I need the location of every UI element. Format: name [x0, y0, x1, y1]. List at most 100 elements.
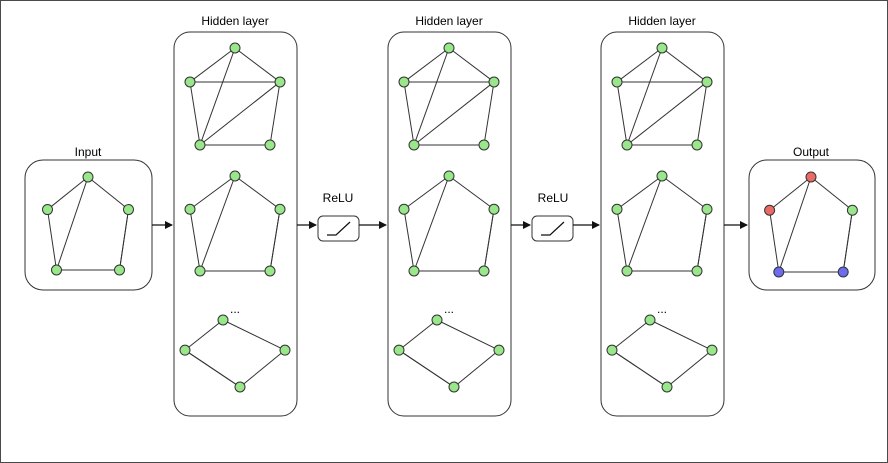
- graph-node: [846, 204, 858, 216]
- ellipsis-2: ...: [444, 302, 454, 316]
- graph-node: [656, 42, 668, 54]
- graph-node: [621, 265, 633, 277]
- input-label: Input: [75, 145, 102, 159]
- graph-node: [194, 139, 206, 151]
- graph-node: [114, 264, 125, 276]
- graph-node: [691, 265, 703, 277]
- graph-node: [621, 139, 633, 151]
- graph-node: [264, 139, 276, 151]
- graph-edge: [189, 81, 201, 146]
- graph-node: [184, 76, 196, 88]
- hidden-1-graph-bottom: [179, 314, 291, 393]
- relu-glyph-icon: [327, 221, 351, 236]
- graph-node: [179, 344, 191, 356]
- graph-edge: [119, 209, 129, 271]
- graph-edge: [199, 81, 281, 146]
- graph-edge: [616, 81, 628, 146]
- graph-edge: [769, 210, 780, 273]
- graph-edge: [616, 175, 663, 210]
- graph-node: [274, 76, 286, 88]
- graph-node: [448, 381, 460, 393]
- graph-edge: [398, 319, 438, 351]
- graph-edge: [611, 349, 668, 388]
- graph-node: [123, 204, 134, 216]
- graph-edge: [413, 175, 450, 272]
- graph-node: [82, 171, 94, 183]
- graph-node: [443, 42, 455, 54]
- graph-edge: [239, 349, 286, 388]
- hidden-layer-label-3: Hidden layer: [628, 14, 695, 28]
- graph-node: [279, 344, 291, 356]
- graph-edge: [403, 47, 450, 83]
- graph-node: [264, 265, 276, 277]
- graph-edge: [234, 47, 281, 83]
- graph-edge: [616, 209, 628, 272]
- hidden-2-graph-bottom: [393, 314, 505, 393]
- graph-node: [611, 76, 623, 88]
- input-graph: [42, 171, 134, 276]
- graph-edge: [47, 209, 57, 271]
- graph-node: [701, 203, 713, 215]
- graph-node: [431, 314, 443, 326]
- graph-node: [229, 42, 241, 54]
- hidden-layer-box-3: [600, 31, 725, 417]
- graph-edge: [199, 47, 236, 146]
- graph-node: [229, 170, 241, 182]
- relu-label-1: ReLU: [323, 191, 354, 205]
- graph-edge: [448, 175, 495, 210]
- graph-node: [661, 381, 673, 393]
- graph-node: [443, 170, 455, 182]
- hidden-3-graph-top: [611, 42, 713, 151]
- graph-edge: [413, 47, 450, 146]
- graph-node: [408, 139, 420, 151]
- relu-label-2: ReLU: [538, 191, 569, 205]
- graph-edge: [398, 349, 455, 388]
- graph-edge: [649, 319, 713, 351]
- relu-glyph-icon: [541, 221, 565, 236]
- graph-edge: [189, 209, 201, 272]
- hidden-1-graph-top: [184, 42, 286, 151]
- graph-edge: [611, 319, 651, 351]
- graph-edge: [778, 176, 812, 273]
- graph-node: [764, 204, 776, 216]
- graph-node: [478, 265, 490, 277]
- graph-node: [606, 344, 618, 356]
- hidden-layer-label-2: Hidden layer: [415, 14, 482, 28]
- graph-node: [51, 264, 62, 276]
- graph-edge: [56, 176, 89, 271]
- graph-edge: [769, 176, 812, 211]
- graph-layer: [42, 42, 858, 393]
- hidden-3-graph-middle: [611, 170, 713, 277]
- graph-node: [644, 314, 656, 326]
- graph-node: [706, 344, 718, 356]
- graph-edge: [626, 175, 663, 272]
- graph-edge: [661, 175, 708, 210]
- graph-edge: [626, 47, 663, 146]
- graph-edge: [222, 319, 286, 351]
- hidden-layer-box-2: [387, 31, 512, 417]
- hidden-layer-label-1: Hidden layer: [201, 14, 268, 28]
- graph-edge: [184, 319, 224, 351]
- graph-edge: [436, 319, 500, 351]
- graph-edge: [403, 209, 415, 272]
- graph-edge: [626, 81, 708, 146]
- graph-edge: [696, 209, 708, 272]
- graph-node: [488, 76, 500, 88]
- graph-node: [398, 203, 410, 215]
- hidden-2-graph-middle: [398, 170, 500, 277]
- ellipsis-3: ...: [657, 302, 667, 316]
- graph-node: [805, 171, 817, 183]
- graph-node: [488, 203, 500, 215]
- graph-node: [42, 204, 53, 216]
- graph-edge: [189, 175, 236, 210]
- graph-edge: [666, 349, 713, 388]
- graph-edge: [184, 349, 241, 388]
- graph-node: [701, 76, 713, 88]
- graph-node: [393, 344, 405, 356]
- graph-edge: [842, 210, 853, 273]
- graph-edge: [47, 176, 89, 210]
- graph-node: [478, 139, 490, 151]
- output-graph: [764, 171, 858, 278]
- graph-edge: [483, 81, 495, 146]
